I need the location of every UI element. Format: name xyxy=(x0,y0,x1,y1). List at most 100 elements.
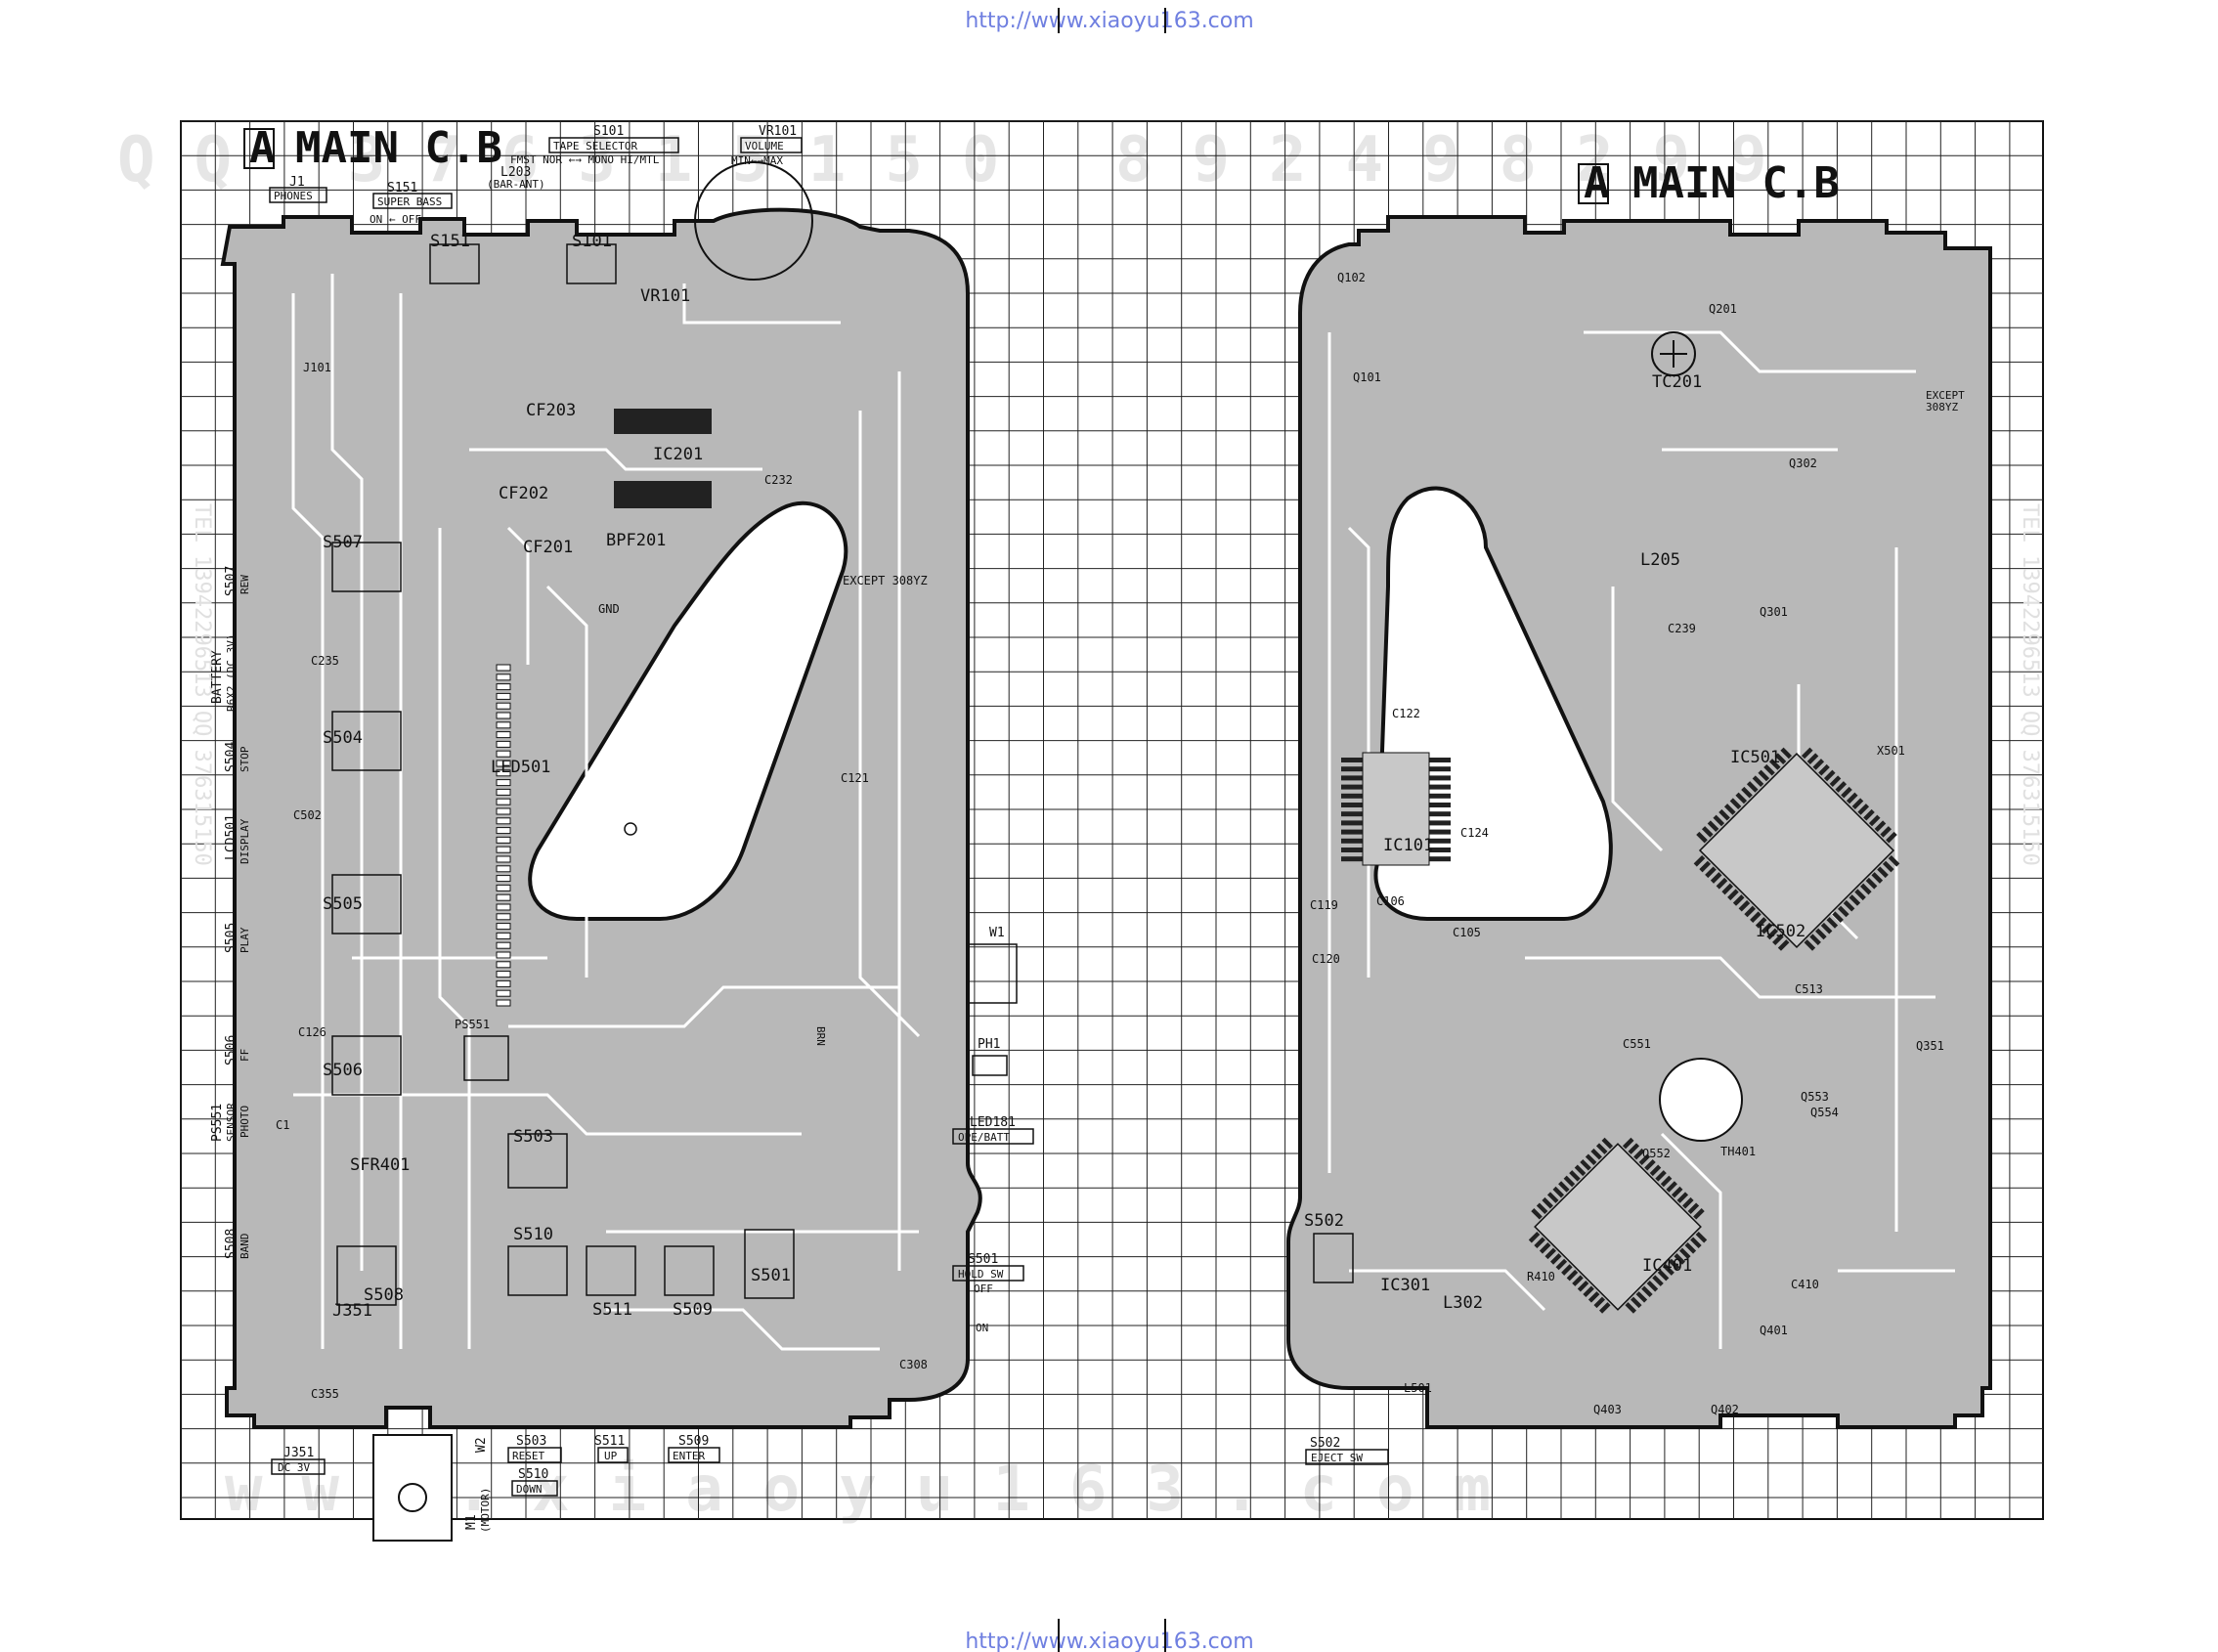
label-band: BAND xyxy=(239,1234,251,1260)
label-super-bass: SUPER BASS xyxy=(377,196,442,208)
label-bar-ant: (BAR-ANT) xyxy=(487,178,545,191)
ref-c126: C126 xyxy=(298,1025,326,1039)
ref-c308: C308 xyxy=(899,1358,928,1371)
right-component-refs: Q102Q101Q201TC201Q302L205C239Q301IC101C1… xyxy=(1304,271,1944,1416)
label-reset: RESET xyxy=(512,1450,544,1462)
label-l203: L203 xyxy=(500,165,531,180)
vr101-knob-outline xyxy=(694,161,813,281)
ref-s510: S510 xyxy=(513,1225,553,1244)
ref-s504: S504 xyxy=(323,728,363,748)
label-s502: S502 xyxy=(1310,1436,1340,1451)
label-on: ON xyxy=(976,1322,988,1334)
ref-ic502: IC502 xyxy=(1756,922,1805,941)
label-up: UP xyxy=(604,1450,618,1462)
label-dc3v: DC 3V xyxy=(278,1461,310,1474)
ref-l501: L501 xyxy=(1404,1381,1432,1395)
ref-c239: C239 xyxy=(1668,622,1696,635)
ref-s101: S101 xyxy=(572,232,612,251)
header-url[interactable]: http://www.xiaoyu163.com xyxy=(965,9,1253,33)
ic101-chip xyxy=(1341,752,1451,866)
ref-q102: Q102 xyxy=(1337,271,1366,284)
label-sensor: SENSOR xyxy=(225,1103,238,1142)
label-vr101: VR101 xyxy=(759,124,797,139)
ref-s508: S508 xyxy=(364,1285,404,1305)
ref-gnd: GND xyxy=(598,602,620,616)
left-board: A MAIN C.B J1 PHONES S151 SUPER BASS ON … xyxy=(210,123,1034,1542)
ref-c355: C355 xyxy=(311,1387,339,1401)
label-s101: S101 xyxy=(593,124,624,139)
ref-c120: C120 xyxy=(1312,952,1340,966)
ref-c119: C119 xyxy=(1310,898,1338,912)
label-phones: PHONES xyxy=(274,190,313,202)
label-lcd501: LCD501 xyxy=(224,814,239,860)
right-board-title: MAIN C.B xyxy=(1632,158,1840,208)
ref-s509: S509 xyxy=(673,1300,713,1320)
ref-cf202: CF202 xyxy=(499,484,548,503)
label-rew: REW xyxy=(239,575,251,594)
right-title-letter: A xyxy=(1584,158,1610,208)
ref-c513: C513 xyxy=(1795,982,1823,996)
ref-cf203: CF203 xyxy=(526,401,576,420)
left-title-letter: A xyxy=(249,123,276,173)
ref-c232: C232 xyxy=(764,473,793,487)
ref-q403: Q403 xyxy=(1593,1403,1622,1416)
label-j351: J351 xyxy=(283,1446,314,1460)
right-board-cutout xyxy=(1373,486,1613,921)
ref-r410: R410 xyxy=(1527,1270,1555,1283)
label-down: DOWN xyxy=(516,1483,543,1496)
left-board-cutout xyxy=(528,500,848,921)
ref-q351: Q351 xyxy=(1916,1039,1944,1053)
ref-ic401: IC401 xyxy=(1642,1256,1692,1276)
label-tape-selector: TAPE SELECTOR xyxy=(553,140,637,152)
lcd501-connector xyxy=(496,664,511,1007)
label-off: OFF xyxy=(974,1282,993,1295)
ref-th401: TH401 xyxy=(1720,1145,1756,1158)
label-fmst-nor: FMST NOR ←→ MONO HI/MTL xyxy=(510,153,660,166)
ref-q553: Q553 xyxy=(1801,1090,1829,1104)
label-eject-sw: EJECT SW xyxy=(1311,1452,1363,1464)
ref-s502: S502 xyxy=(1304,1211,1344,1231)
ref-q101: Q101 xyxy=(1353,370,1381,384)
ref-c502: C502 xyxy=(293,808,322,822)
side-watermark-left: TEL 13942296513 QQ 376315150 xyxy=(190,503,214,866)
left-side-labels: S507 REW BATTERY R6X2 (DC 3V) S504 STOP … xyxy=(210,566,251,1259)
ref-c551: C551 xyxy=(1623,1037,1651,1051)
ref-s151: S151 xyxy=(430,232,470,251)
label-on-off: ON ← OFF xyxy=(370,213,421,226)
ref-cf201: CF201 xyxy=(523,538,573,557)
ref-s505: S505 xyxy=(323,894,363,914)
ic201-chip xyxy=(614,409,712,508)
right-board: A MAIN C.B S502 EJECT SW EXCEPT 308YZ Q1… xyxy=(1286,158,1992,1465)
tc201-trimmer xyxy=(1651,331,1696,376)
ref-s506: S506 xyxy=(323,1061,363,1080)
ic501-chip xyxy=(1693,747,1900,951)
ref-c1: C1 xyxy=(276,1118,289,1132)
right-board-mount-hole xyxy=(1659,1058,1743,1142)
ref-ic101: IC101 xyxy=(1383,836,1433,855)
s502-switch xyxy=(1313,1233,1354,1283)
ref-s501: S501 xyxy=(751,1266,791,1285)
label-ope-batt: OPE/BATT xyxy=(958,1131,1010,1144)
ref-q554: Q554 xyxy=(1810,1106,1839,1119)
label-battery: BATTERY xyxy=(210,650,225,704)
label-s505: S505 xyxy=(224,923,239,953)
label-volume: VOLUME xyxy=(745,140,784,152)
footer-url[interactable]: http://www.xiaoyu163.com xyxy=(965,1630,1253,1652)
ref-q302: Q302 xyxy=(1789,456,1817,470)
label-photo: PHOTO xyxy=(239,1106,251,1138)
ic401-chip xyxy=(1528,1137,1708,1314)
label-s507: S507 xyxy=(224,566,239,596)
left-board-title: MAIN C.B xyxy=(295,123,502,173)
label-s501: S501 xyxy=(968,1252,998,1267)
ref-j351: J351 xyxy=(332,1301,372,1321)
ref-ic301: IC301 xyxy=(1380,1276,1430,1295)
motor-shaft xyxy=(398,1483,427,1512)
ref-q401: Q401 xyxy=(1760,1324,1788,1337)
ref-except-308yz: EXCEPT 308YZ xyxy=(843,574,928,587)
label-j1: J1 xyxy=(289,175,305,190)
label-display: DISPLAY xyxy=(239,818,251,864)
ref-l205: L205 xyxy=(1640,550,1680,570)
ref-ic501: IC501 xyxy=(1730,748,1780,767)
ref-s511: S511 xyxy=(592,1300,632,1320)
